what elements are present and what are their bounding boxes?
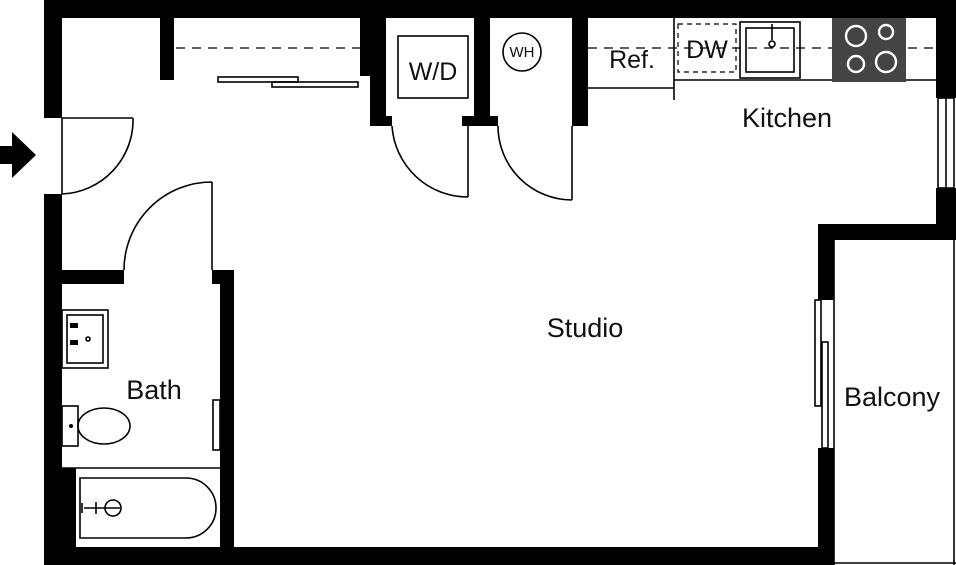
water-heater-label: WH: [510, 44, 535, 61]
entry-arrow-icon: [0, 132, 36, 178]
room-label-balcony: Balcony: [844, 382, 941, 412]
washer-dryer-box: [397, 35, 469, 99]
exterior-walls: [44, 0, 956, 565]
dishwasher-box: [677, 23, 737, 73]
dishwasher-label: DW: [686, 36, 728, 64]
toilet: [61, 405, 131, 447]
kitchen-sink: [739, 21, 801, 79]
stove: [832, 18, 906, 82]
water-heater-circle: [502, 32, 542, 72]
laundry-door[interactable]: [391, 125, 469, 198]
room-label-kitchen: Kitchen: [742, 103, 832, 133]
kitchen-window: [937, 97, 955, 189]
room-label-bath: Bath: [126, 375, 182, 405]
bath-sink: [61, 309, 109, 369]
balcony-outline: [833, 240, 956, 565]
entry-door[interactable]: [61, 117, 134, 195]
interior-walls: [62, 18, 588, 547]
room-label-studio: Studio: [547, 313, 624, 343]
washer-dryer-label: W/D: [409, 58, 458, 86]
closet-sliding-doors[interactable]: [217, 76, 359, 88]
bathtub: [62, 467, 220, 539]
bath-door[interactable]: [123, 181, 213, 271]
bath-vent: [212, 399, 221, 451]
water-heater-door[interactable]: [497, 125, 573, 201]
balcony-sliding-door: [814, 299, 829, 449]
refrigerator-label: Ref.: [609, 46, 655, 74]
